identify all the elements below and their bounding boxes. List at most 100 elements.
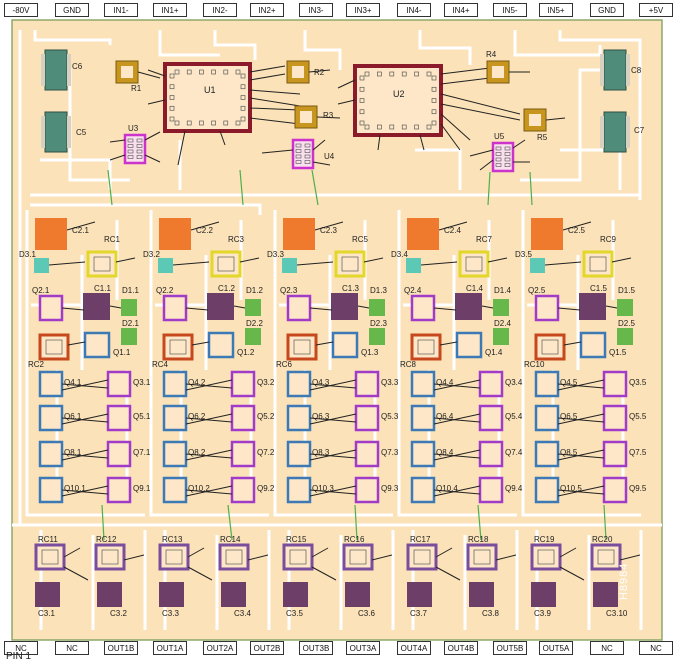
transistor-q7-4: [602, 440, 628, 468]
ic-u2-pad: [359, 98, 365, 103]
bond-wire: [109, 139, 126, 143]
diode-d2-label-0: D2.1: [122, 319, 139, 328]
ic-u2-pad: [431, 98, 437, 103]
bond-wire: [185, 485, 233, 497]
bottom-pin-0: NC: [4, 641, 38, 655]
bond-wire: [357, 305, 370, 309]
ic-u1-pad: [211, 69, 216, 75]
cap-out-l-1: [159, 582, 184, 607]
transistor-q5-0: [106, 404, 132, 432]
rc-b-4-die: [541, 339, 559, 355]
cap-c2-label-4: C2.5: [568, 226, 585, 235]
rc-a-0-die: [93, 256, 111, 272]
rc-b-3-die: [417, 339, 435, 355]
transistor-q6-label-1: Q6.2: [188, 412, 206, 421]
cap-out-l-0: [35, 582, 60, 607]
diode-d2-label-1: D2.2: [246, 319, 263, 328]
top-pin-8: IN4-: [397, 3, 431, 17]
transistor-q6-label-4: Q6.5: [560, 412, 578, 421]
ic-u3-pad: [136, 155, 143, 159]
bond-wire: [63, 547, 81, 558]
resistor-r1-body: [121, 66, 133, 78]
transistor-q2-label-3: Q2.4: [404, 286, 422, 295]
cap-c1-2: [331, 293, 358, 320]
transistor-q9-1: [230, 476, 256, 504]
bottom-pin-1: NC: [55, 641, 89, 655]
resistor-r2-body: [292, 66, 304, 78]
bond-wire: [309, 413, 357, 425]
bond-wire: [557, 413, 605, 425]
cap-out-r-0: [97, 582, 122, 607]
transistor-q4-2: [286, 370, 312, 398]
ic-u2-pad: [401, 71, 407, 77]
rc-out-r-2: [342, 543, 374, 571]
transistor-q2-1: [162, 294, 188, 322]
top-pin-5: IN2+: [250, 3, 284, 17]
bond-wire: [187, 547, 205, 558]
ic-u1-pad: [199, 69, 204, 75]
trace: [213, 30, 257, 60]
diode-d3-1: [158, 258, 173, 273]
rc-out-l-label-0: RC11: [38, 535, 58, 544]
bond-wire: [61, 379, 109, 391]
bond-wire: [605, 305, 618, 309]
rc-b-0-die: [45, 339, 63, 355]
ic-u1-pad: [169, 84, 175, 90]
rc-a-label-2: RC5: [352, 235, 369, 244]
transistor-q1-label-0: Q1.1: [113, 348, 131, 357]
bond-wire: [440, 113, 471, 141]
cap-c1-label-4: C1.5: [590, 284, 607, 293]
ic-u1-pad: [240, 84, 246, 90]
bond-wire: [311, 547, 329, 558]
ic-u3-pad: [127, 144, 134, 148]
bond-wire: [61, 383, 109, 389]
bond-wire: [562, 221, 592, 231]
bond-wire: [185, 453, 233, 459]
cap-out-l-label-1: C3.3: [162, 609, 179, 618]
ic-u2: [353, 64, 443, 137]
bond-wire: [563, 341, 582, 346]
bond-wire: [172, 261, 210, 266]
transistor-q4-1: [162, 370, 188, 398]
rc-out-l-label-2: RC15: [286, 535, 307, 544]
resistor-r5-body: [529, 114, 541, 126]
bond-wire: [249, 65, 286, 73]
bond-wire: [61, 489, 109, 495]
bottom-pin-10: OUT5B: [493, 641, 527, 655]
transistor-q4-label-3: Q4.4: [436, 378, 454, 387]
bond-wire: [309, 485, 357, 497]
ic-u4-pad: [295, 143, 302, 148]
transistor-q2-label-1: Q2.2: [156, 286, 174, 295]
ic-u5-pad: [495, 157, 502, 162]
cap-c1-label-0: C1.1: [94, 284, 111, 293]
cap-c2-1: [159, 218, 191, 250]
transistor-q2-label-4: Q2.5: [528, 286, 546, 295]
transistor-q8-label-2: Q8.3: [312, 448, 330, 457]
cap-c5-pad: [41, 116, 45, 148]
rc-out-l-label-1: RC13: [162, 535, 183, 544]
transistor-q9-label-4: Q9.5: [629, 484, 647, 493]
transistor-q4-4: [534, 370, 560, 398]
ic-u2-pad: [364, 124, 370, 130]
ic-u2-pad: [431, 75, 437, 81]
trace: [520, 68, 600, 182]
bond-wire: [435, 566, 461, 581]
transistor-q6-0: [38, 404, 64, 432]
bond-wire-green: [101, 504, 105, 541]
cap-c1-label-3: C1.4: [466, 284, 483, 293]
ic-u4-label: U4: [324, 152, 335, 161]
bond-wire: [312, 161, 331, 166]
transistor-q8-2: [286, 440, 312, 468]
bond-wire: [309, 489, 357, 495]
bond-wire: [481, 305, 494, 309]
cap-out-r-label-1: C3.4: [234, 609, 251, 618]
transistor-q3-0: [106, 370, 132, 398]
ic-u1-pad: [223, 69, 229, 75]
resistor-r2-label: R2: [314, 68, 325, 77]
ic-u1: [163, 62, 252, 133]
ic-u3-pad: [127, 138, 134, 143]
trace-layer: [12, 30, 662, 630]
top-pin-10: IN5-: [493, 3, 527, 17]
bond-wire: [438, 221, 468, 231]
bottom-pin-11: OUT5A: [539, 641, 573, 655]
